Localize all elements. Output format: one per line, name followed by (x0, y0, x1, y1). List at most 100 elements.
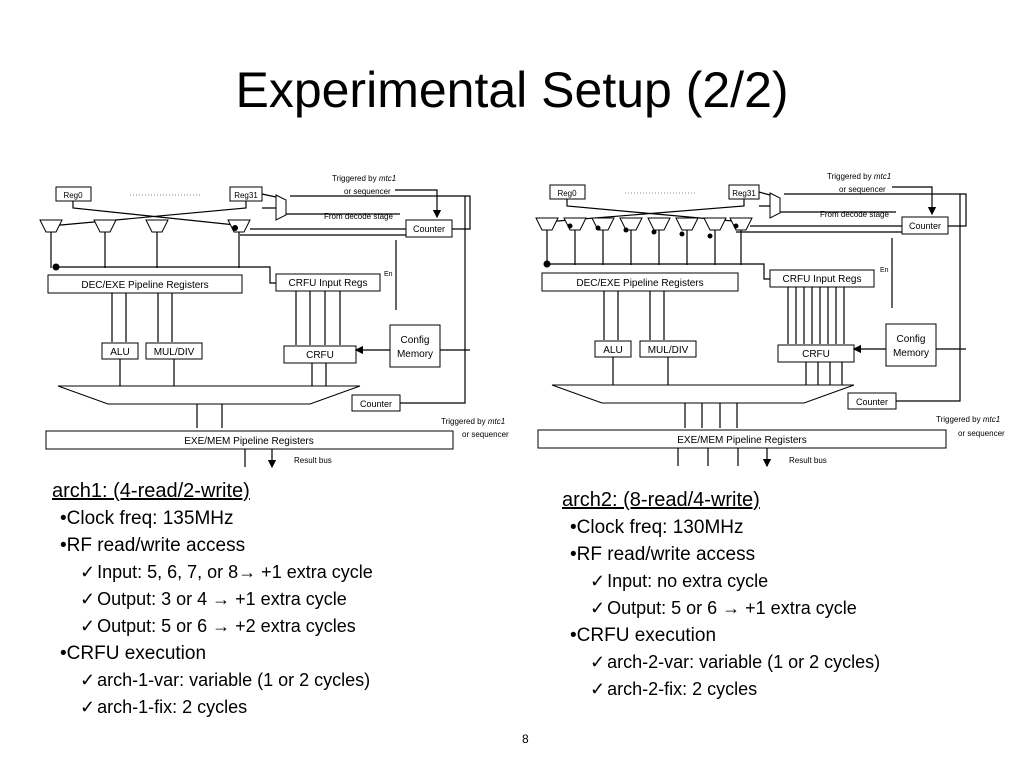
read-muxes (39, 219, 251, 233)
arch1-rf-item: Input: 5, 6, 7, or 8→ +1 extra cycle (52, 559, 373, 586)
reg-to-crfu-line (547, 263, 770, 280)
trigger-top-arrow (892, 186, 937, 216)
junction-dot (232, 225, 238, 231)
muldiv-label: MUL/DIV (648, 345, 689, 356)
arch2-rf-item: Output: 5 or 6 → +1 extra cycle (562, 595, 880, 622)
crfu-input-label: CRFU Input Regs (289, 278, 368, 289)
arch2-crfu: CRFU execution (562, 622, 880, 649)
reg-to-crfu-line (56, 266, 276, 284)
result-bus-arrows (677, 448, 767, 466)
arch1-rf-item: Output: 3 or 4 → +1 extra cycle (52, 586, 373, 613)
arch2-rf-item: Input: no extra cycle (562, 568, 880, 595)
mux-to-exemem (196, 404, 223, 428)
arch2-text: arch2: (8-read/4-write) Clock freq: 130M… (562, 487, 880, 703)
config-label: Config (401, 335, 430, 346)
reg31-label: Reg31 (234, 191, 258, 200)
write-mux (275, 194, 287, 221)
exe-mem-box (537, 429, 947, 449)
arch1-crfu-item: arch-1-fix: 2 cycles (52, 694, 373, 721)
exe-mem-label: EXE/MEM Pipeline Registers (184, 436, 314, 447)
select-junctions (567, 223, 739, 239)
crfu-box (777, 344, 855, 363)
trigger-top-label-2: or sequencer (839, 185, 886, 194)
counter-bottom-label: Counter (856, 397, 888, 407)
counter-bottom-line (400, 196, 466, 404)
counter-lines (240, 228, 406, 310)
unit-outputs (119, 359, 327, 386)
reg0-label: Reg0 (63, 191, 83, 200)
exe-mem-box (45, 430, 454, 450)
slide-title: Experimental Setup (2/2) (235, 62, 789, 118)
crfu-label: CRFU (802, 349, 830, 360)
arch1-rf: RF read/write access (52, 532, 373, 559)
arch2-rf: RF read/write access (562, 541, 880, 568)
mux-outputs (546, 230, 742, 265)
page-number: 8 (522, 732, 529, 746)
muldiv-label: MUL/DIV (154, 347, 195, 358)
write-mux (769, 192, 781, 219)
result-mux (57, 385, 361, 405)
crfu-label: CRFU (306, 350, 334, 361)
trigger-top-label: Triggered by mtc1 (332, 174, 396, 183)
alu-label: ALU (110, 347, 129, 358)
read-muxes (535, 217, 753, 231)
trigger-bottom-label: Triggered by mtc1 (441, 417, 505, 426)
arch2-crfu-item: arch-2-fix: 2 cycles (562, 676, 880, 703)
arch2-clock: Clock freq: 130MHz (562, 514, 880, 541)
arch2-heading: arch2: (8-read/4-write) (562, 489, 760, 511)
write-mux-inputs (261, 193, 277, 209)
alu-label: ALU (603, 345, 622, 356)
config-memory-box (389, 324, 441, 368)
write-mux-inputs (758, 191, 771, 207)
counter-lines (736, 225, 902, 308)
arch1-rf-item: Output: 5 or 6 → +2 extra cycles (52, 613, 373, 640)
dec-exe-box (47, 274, 243, 294)
dec-exe-label: DEC/EXE Pipeline Registers (81, 280, 208, 291)
enable-label: En (880, 267, 889, 274)
from-decode-label: From decode stage (324, 212, 393, 221)
crfu-box (283, 345, 357, 364)
config-memory-box (885, 323, 937, 367)
result-mux (551, 384, 855, 404)
counter-feedback (290, 195, 471, 230)
result-bus-label: Result bus (789, 456, 827, 465)
result-bus-label: Result bus (294, 456, 332, 465)
counter-top-label: Counter (909, 221, 941, 231)
reg0-label: Reg0 (557, 189, 577, 198)
enable-label: En (384, 271, 393, 278)
counter-top-label: Counter (413, 224, 445, 234)
arch1-crfu-item: arch-1-var: variable (1 or 2 cycles) (52, 667, 373, 694)
mux-to-exemem (684, 403, 738, 428)
alu-mul-inputs (603, 291, 665, 340)
memory-label: Memory (397, 349, 433, 360)
counter-bottom-label: Counter (360, 399, 392, 409)
config-label: Config (897, 334, 926, 345)
counter-feedback (784, 193, 967, 227)
exe-mem-label: EXE/MEM Pipeline Registers (677, 435, 807, 446)
counter-bottom-line (896, 194, 961, 402)
trigger-top-label-2: or sequencer (344, 187, 391, 196)
trigger-bottom-label-2: or sequencer (958, 429, 1005, 438)
result-bus-arrows (244, 449, 272, 467)
trigger-bottom-label: Triggered by mtc1 (936, 415, 1000, 424)
reg31-label: Reg31 (732, 189, 756, 198)
arch1-diagram: Reg0 Reg31 Triggered by mtc1 or sequence… (39, 174, 509, 475)
trigger-top-arrow (395, 189, 442, 219)
trigger-top-label: Triggered by mtc1 (827, 172, 891, 181)
memory-label: Memory (893, 348, 929, 359)
arch2-crfu-item: arch-2-var: variable (1 or 2 cycles) (562, 649, 880, 676)
from-decode-label: From decode stage (820, 210, 889, 219)
dec-exe-box (541, 272, 739, 292)
unit-outputs (612, 357, 843, 385)
alu-mul-inputs (111, 293, 173, 342)
arch1-text: arch1: (4-read/2-write) Clock freq: 135M… (52, 478, 373, 721)
crfu-input-label: CRFU Input Regs (783, 274, 862, 285)
trigger-bottom-label-2: or sequencer (462, 430, 509, 439)
crfu-inputs (787, 287, 845, 344)
arch2-diagram: Reg0 Reg31 Triggered by mtc1 or sequence… (535, 172, 1005, 475)
reg-crossing (544, 199, 745, 223)
crfu-inputs (295, 291, 341, 345)
arch1-clock: Clock freq: 135MHz (52, 505, 373, 532)
arch1-crfu: CRFU execution (52, 640, 373, 667)
arch1-heading: arch1: (4-read/2-write) (52, 480, 250, 502)
